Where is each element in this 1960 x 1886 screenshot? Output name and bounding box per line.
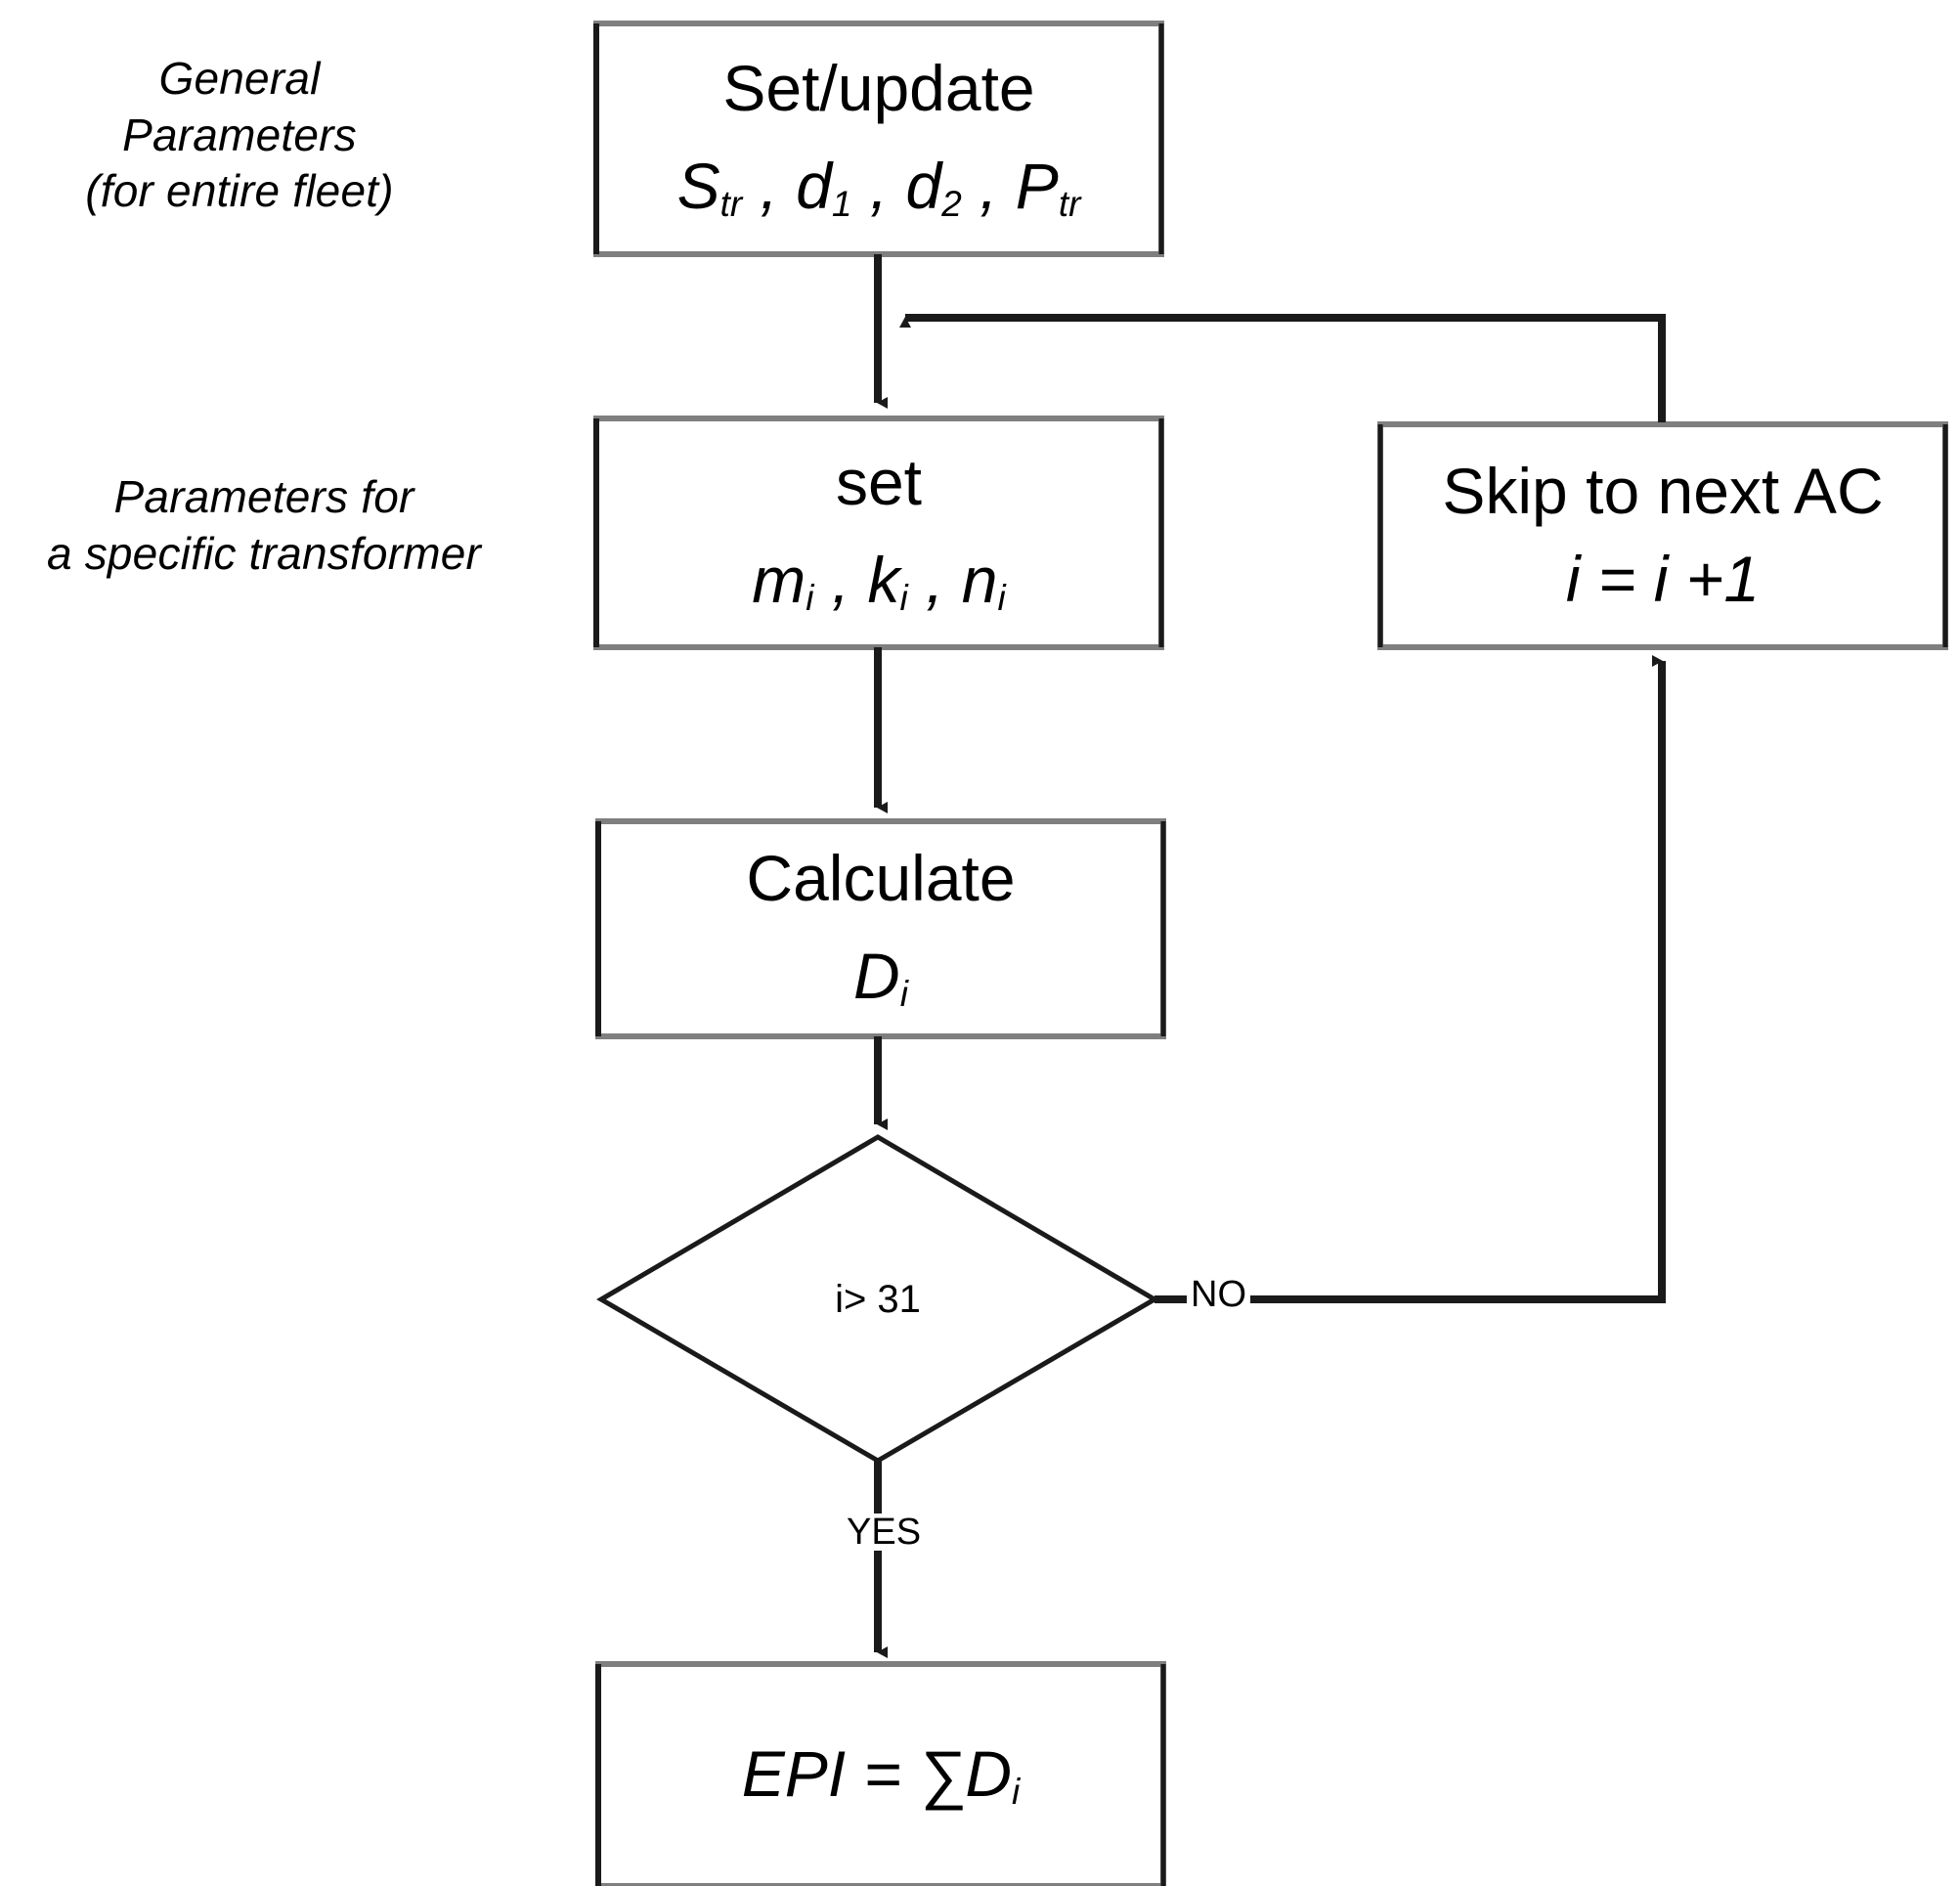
edge-skip-to-loop-back [899, 314, 1666, 422]
general-parameters-note-line-3: (for entire fleet) [85, 165, 394, 216]
general-parameters-note: General Parameters (for entire fleet) [10, 51, 469, 220]
specific-transformer-note-line-2: a specific transformer [46, 527, 482, 579]
node-skip-to-next-ac-shape[interactable] [1377, 421, 1948, 650]
general-parameters-note-line-1: General [158, 53, 321, 104]
node-calculate-shape[interactable] [595, 818, 1166, 1039]
specific-transformer-note: Parameters for a specific transformer [0, 469, 528, 582]
node-set-update-shape[interactable] [593, 21, 1164, 257]
specific-transformer-note-line-1: Parameters for [113, 471, 414, 522]
node-set-params-shape[interactable] [593, 416, 1164, 650]
edge-decision-no-to-skip [1154, 655, 1666, 1303]
edge-label-no: NO [1187, 1276, 1250, 1313]
edge-label-yes: YES [843, 1513, 926, 1551]
node-decision-shape[interactable] [596, 1134, 1159, 1464]
general-parameters-note-line-2: Parameters [122, 109, 357, 160]
node-epi-result-shape[interactable] [595, 1661, 1166, 1886]
